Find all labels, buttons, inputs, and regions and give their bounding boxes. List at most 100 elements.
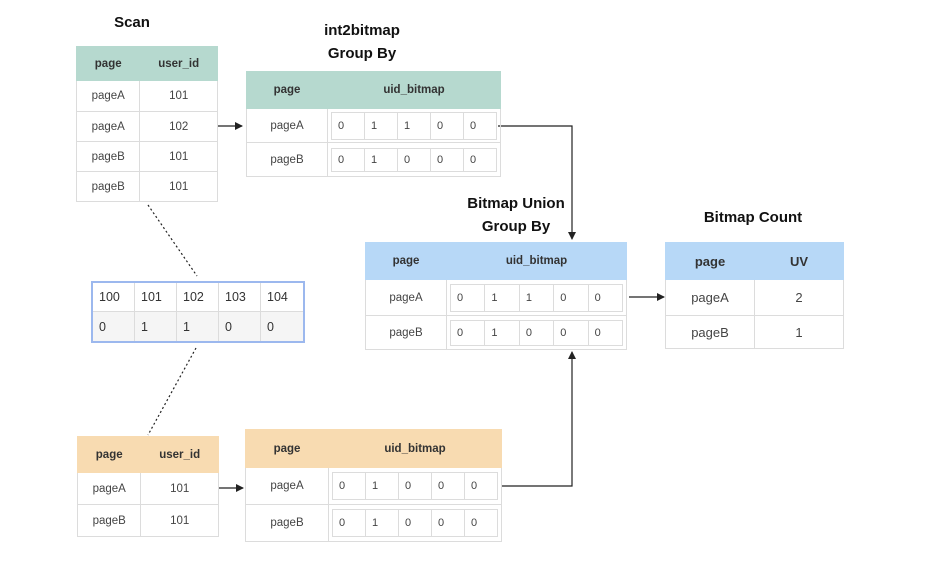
cell-bitmap: 0 1 1 0 0 [327,108,501,143]
bit: 1 [364,112,397,139]
cell-page: pageA [75,80,141,112]
bit: 0 [397,148,430,171]
bitmap-id: 101 [135,283,177,312]
bit: 0 [553,320,587,345]
bit: 0 [430,112,463,139]
cell-page: pageA [245,467,329,505]
title-int2bitmap-line2: Group By [327,45,397,62]
cell-uv: 1 [754,315,844,349]
bit: 1 [484,284,518,311]
bitmap-bit: 0 [219,312,261,341]
cell-page: pageB [665,315,755,349]
cell-page: pageA [246,108,328,143]
table-row: pageB 101 [75,171,218,202]
dotted-link-bottom [147,347,197,436]
cell-user-id: 101 [140,472,219,505]
header-page: page [75,46,141,81]
bit: 1 [484,320,518,345]
table-row: pageA 0 1 0 0 0 [245,467,502,505]
cell-page: pageA [365,279,447,316]
bit: 1 [518,284,553,311]
table-row: pageB 1 [665,315,844,349]
cell-page: pageB [75,171,141,202]
cell-page: pageA [75,111,141,142]
header-uv: UV [754,242,844,280]
header-page: page [245,429,329,468]
bit: 0 [338,153,345,166]
cell-page: pageB [365,315,447,350]
table-row: pageB 0 1 0 0 0 [365,315,627,350]
title-int2bitmap-line1: int2bitmap [324,22,400,39]
header-page: page [665,242,755,280]
title-bitmap-count: Bitmap Count [703,209,803,226]
cell-bitmap: 0 1 0 0 0 [328,504,502,542]
bit: 0 [430,148,463,171]
bit: 1 [364,148,397,171]
title-union-line2: Group By [481,218,551,235]
scan-table-top: page user_id pageA 101 pageA 102 pageB 1… [75,46,218,202]
table-row: pageB 101 [75,141,218,172]
bit: 1 [397,112,430,139]
bitmap-bit: 1 [135,312,177,341]
cell-page: pageB [76,504,142,537]
bit: 0 [431,510,464,536]
header-uid-bitmap: uid_bitmap [446,242,627,280]
bit: 0 [464,510,497,536]
title-int2bitmap: int2bitmap Group By [300,19,424,65]
table-row: pageA 101 [75,80,218,112]
cell-page: pageB [75,141,141,172]
bit: 0 [587,320,622,345]
bitmap-bit: 0 [261,312,303,341]
table-row: pageB 0 1 0 0 0 [246,142,501,177]
header-user-id: user_id [140,436,219,473]
bit: 1 [365,473,398,499]
bit: 0 [463,112,496,139]
table-row: pageB 0 1 0 0 0 [245,504,502,542]
cell-page: pageA [665,279,755,316]
arrow-groupby-bottom-to-union [501,351,576,487]
bit: 0 [518,320,553,345]
bitmap-id: 102 [177,283,219,312]
title-bitmap-union: Bitmap Union Group By [450,192,582,238]
bitmap-bit: 0 [93,312,135,341]
cell-user-id: 101 [140,504,219,537]
table-row: pageA 2 [665,279,844,316]
bit: 0 [431,473,464,499]
cell-page: pageA [76,472,142,505]
cell-page: pageB [245,504,329,542]
bit: 0 [398,473,431,499]
bitmap-bit: 1 [177,312,219,341]
union-table: page uid_bitmap pageA 0 1 1 0 0 pageB 0 … [365,242,627,350]
cell-bitmap: 0 1 0 0 0 [327,142,501,177]
cell-user-id: 101 [139,80,218,112]
bit: 0 [457,326,464,339]
table-row: pageA 102 [75,111,218,142]
count-table: page UV pageA 2 pageB 1 [665,242,844,349]
bit: 1 [365,510,398,536]
header-page: page [76,436,142,473]
cell-user-id: 101 [139,141,218,172]
scan-table-bottom: page user_id pageA 101 pageB 101 [76,436,219,537]
bitmap-id: 103 [219,283,261,312]
table-row: pageB 101 [76,504,219,537]
cell-user-id: 102 [139,111,218,142]
bit: 0 [553,284,587,311]
cell-bitmap: 0 1 1 0 0 [446,279,627,316]
cell-bitmap: 0 1 0 0 0 [328,467,502,505]
bit: 0 [457,291,464,304]
bit: 0 [464,473,497,499]
groupby-table-bottom: page uid_bitmap pageA 0 1 0 0 0 pageB 0 … [245,429,502,542]
arrow-groupby-top-to-union [498,125,576,240]
header-page: page [365,242,447,280]
bitmap-id: 104 [261,283,303,312]
header-user-id: user_id [139,46,218,81]
table-row: pageA 0 1 1 0 0 [246,108,501,143]
header-uid-bitmap: uid_bitmap [327,71,501,109]
cell-uv: 2 [754,279,844,316]
bit: 0 [398,510,431,536]
cell-user-id: 101 [139,171,218,202]
bitmap-detail: 100 101 102 103 104 0 1 1 0 0 [91,281,305,343]
bit: 0 [339,517,346,529]
bit: 0 [587,284,622,311]
